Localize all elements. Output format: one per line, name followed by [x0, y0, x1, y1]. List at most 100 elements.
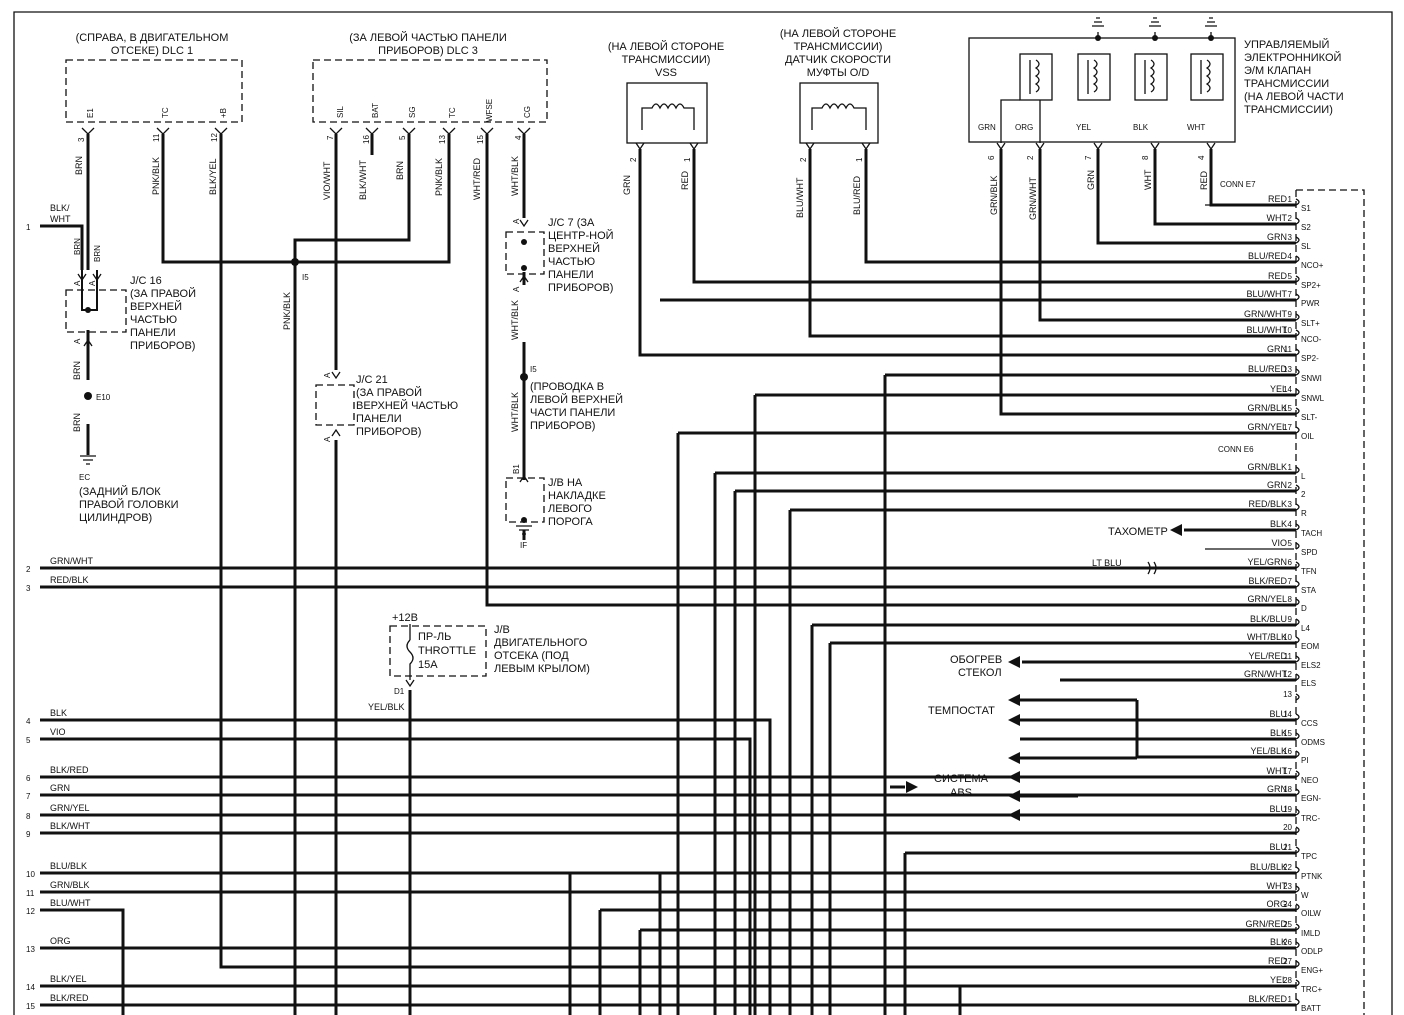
svg-text:ОБОГРЕВ: ОБОГРЕВ — [950, 654, 1002, 666]
dlc1-wire-tc: PNK/BLK — [151, 157, 161, 195]
transmission-solenoid: GRN ORG YEL BLK WHT 6 2 7 8 4 — [968, 17, 1236, 160]
pin-number: 4 — [1288, 520, 1293, 529]
svg-text:BRN: BRN — [73, 238, 82, 255]
svg-text:(ПРОВОДКА В: (ПРОВОДКА В — [530, 381, 604, 393]
pin-number: 12 — [1283, 670, 1292, 679]
left-wire-number: 11 — [26, 889, 35, 898]
pin-wire-color: RED — [1268, 194, 1288, 204]
pin-number: 23 — [1283, 882, 1292, 891]
tachometer-output: ТАХОМЕТР — [1108, 524, 1200, 538]
pin-signal: CCS — [1301, 719, 1318, 728]
jc16-junction: BRN BRN A A A J/C 16 (ЗА ПРАВОЙ ВЕРХНЕЙ … — [65, 238, 196, 352]
svg-text:TC: TC — [448, 107, 457, 118]
svg-text:VSS: VSS — [655, 67, 677, 79]
pin-signal: IMLD — [1301, 929, 1320, 938]
svg-text:SIL: SIL — [336, 105, 345, 118]
pin-signal: TRC+ — [1301, 985, 1322, 994]
svg-text:(НА ЛЕВОЙ ЧАСТИ: (НА ЛЕВОЙ ЧАСТИ — [1244, 90, 1344, 103]
pin-signal: TPC — [1301, 852, 1317, 861]
svg-text:+B: +B — [219, 108, 228, 118]
svg-text:7: 7 — [326, 135, 335, 140]
svg-text:ПАНЕЛИ: ПАНЕЛИ — [548, 269, 594, 281]
svg-text:ЛЕВЫМ КРЫЛОМ): ЛЕВЫМ КРЫЛОМ) — [494, 663, 590, 675]
dlc3-wire-sil: VIO/WHT — [322, 161, 332, 200]
pin-number: 17 — [1283, 767, 1292, 776]
pin-signal: SP2+ — [1301, 281, 1321, 290]
pin-wire-color: BLK/RED — [1248, 994, 1287, 1004]
abs-system: СИСТЕМА ABS — [890, 752, 1137, 821]
pin-number: 7 — [1288, 290, 1293, 299]
jb-sill: B1 J/B НА НАКЛАДКЕ ЛЕВОГО ПОРОГА IF — [505, 464, 606, 550]
svg-text:7: 7 — [1084, 155, 1093, 160]
svg-text:ЧАСТИ ПАНЕЛИ: ЧАСТИ ПАНЕЛИ — [530, 407, 615, 419]
conn-e7-title: CONN E7 — [1220, 180, 1256, 189]
svg-text:11: 11 — [152, 133, 161, 142]
pin-number: 15 — [1283, 404, 1292, 413]
svg-text:A: A — [88, 280, 97, 286]
svg-text:ТРАНСМИССИИ: ТРАНСМИССИИ — [1244, 78, 1329, 90]
left-wire-color: ORG — [50, 936, 71, 946]
svg-text:ДАТЧИК СКОРОСТИ: ДАТЧИК СКОРОСТИ — [785, 54, 891, 66]
pin-signal: NCO+ — [1301, 261, 1324, 270]
sol-wire-8: WHT — [1143, 169, 1153, 190]
left-wire-number: 4 — [26, 717, 31, 726]
pin-signal: SLT+ — [1301, 319, 1320, 328]
pin-wire-color: BLU/WHT — [1247, 325, 1288, 335]
pin-number: 3 — [1288, 233, 1293, 242]
pin-wire-color: GRN — [1267, 232, 1287, 242]
pin-signal: SPD — [1301, 548, 1318, 557]
svg-text:МУФТЫ O/D: МУФТЫ O/D — [807, 67, 870, 79]
pin-number: 9 — [1288, 615, 1293, 624]
svg-text:IF: IF — [520, 541, 527, 550]
svg-text:A: A — [323, 436, 332, 442]
solenoid-caption: УПРАВЛЯЕМЫЙ ЭЛЕКТРОННИКОЙ Э/М КЛАПАН ТРА… — [1244, 38, 1344, 116]
svg-text:A: A — [323, 372, 332, 378]
pin-wire-color: VIO — [1271, 538, 1287, 548]
pin-number: 11 — [1284, 345, 1293, 354]
pin-wire-color: GRN/YEL — [1247, 422, 1287, 432]
pin-number: 25 — [1283, 920, 1292, 929]
svg-text:2: 2 — [1026, 155, 1035, 160]
svg-text:ABS: ABS — [950, 787, 972, 799]
pin-signal: SL — [1301, 242, 1311, 251]
jc21-junction: A A J/C 21 (ЗА ПРАВОЙ ВЕРХНЕЙ ЧАСТЬЮ ПАН… — [315, 371, 458, 442]
pin-signal: PI — [1301, 756, 1309, 765]
svg-text:A: A — [512, 218, 521, 224]
svg-text:ТЕМПОСТАТ: ТЕМПОСТАТ — [928, 705, 995, 717]
dlc3-wire-wfse: WHT/RED — [472, 158, 482, 200]
pin-number: 6 — [1288, 558, 1293, 567]
pin-signal: EOM — [1301, 642, 1320, 651]
svg-text:ЦИЛИНДРОВ): ЦИЛИНДРОВ) — [79, 512, 152, 524]
svg-text:EC: EC — [79, 473, 90, 482]
svg-text:A: A — [512, 286, 521, 292]
svg-text:1: 1 — [855, 157, 864, 162]
svg-text:15: 15 — [476, 135, 485, 144]
pin-number: 4 — [1288, 252, 1293, 261]
od-wire-1: BLU/WHT — [795, 177, 805, 218]
pin-signal: EGN- — [1301, 794, 1321, 803]
left-wire-color: BLK/ — [50, 203, 70, 213]
pin-wire-color: WHT — [1267, 881, 1288, 891]
left-wire-color: GRN/YEL — [50, 803, 90, 813]
svg-text:YEL/BLK: YEL/BLK — [368, 702, 405, 712]
od-speed-sensor: (НА ЛЕВОЙ СТОРОНЕ ТРАНСМИССИИ) ДАТЧИК СК… — [780, 27, 896, 162]
svg-text:3: 3 — [77, 137, 86, 142]
pin-number: 28 — [1283, 976, 1292, 985]
svg-text:ВЕРХНЕЙ: ВЕРХНЕЙ — [548, 242, 600, 255]
pin-signal: ENG+ — [1301, 966, 1323, 975]
left-wire-color: BLK/RED — [50, 765, 89, 775]
